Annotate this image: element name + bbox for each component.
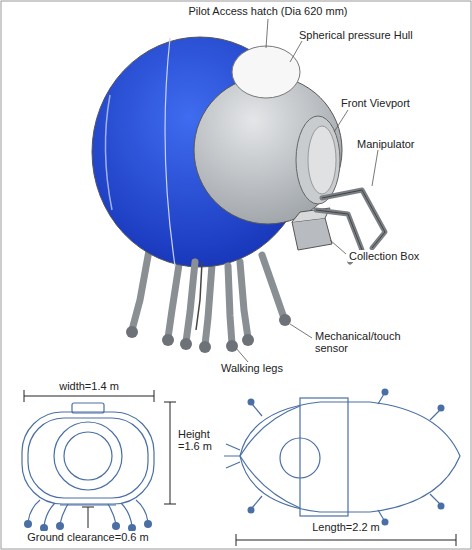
leader-lines <box>236 19 378 362</box>
dimension-lines <box>24 390 456 546</box>
part-label: Walking legs <box>220 362 284 374</box>
dimension-label: Ground clearance=0.6 m <box>26 531 149 543</box>
dimension-label: Height =1.6 m <box>177 428 221 452</box>
part-label: Front Vievport <box>340 97 411 109</box>
part-label: Manipulator <box>356 138 415 150</box>
part-label: Spherical pressure Hull <box>298 29 414 41</box>
dimension-label: Length=2.2 m <box>311 521 381 533</box>
top-view <box>224 394 460 520</box>
part-label: Mechanical/touch sensor <box>314 330 412 354</box>
dimension-label: width=1.4 m <box>58 380 120 392</box>
iso-view <box>92 37 385 353</box>
part-label: Collection Box <box>348 250 420 262</box>
part-label: Pilot Access hatch (Dia 620 mm) <box>188 5 349 17</box>
